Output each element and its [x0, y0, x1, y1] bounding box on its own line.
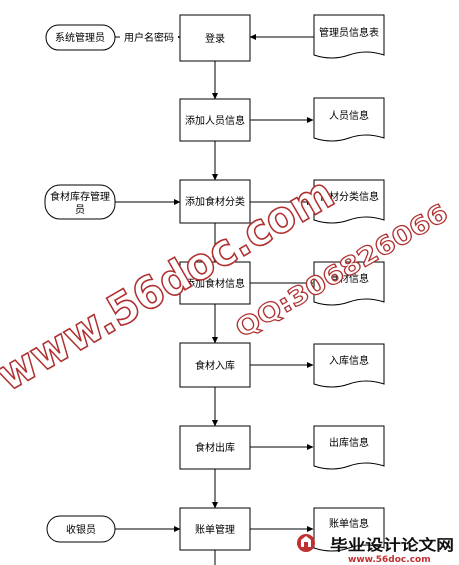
process-login-label: 登录	[205, 32, 225, 45]
process-food-stock-in-label: 食材入库	[195, 359, 235, 372]
process-bill-management: 账单管理	[179, 507, 251, 551]
process-add-food-info: 添加食材信息	[179, 261, 251, 305]
process-add-food-category: 添加食材分类	[179, 179, 251, 224]
doc-staff-info: 人员信息	[313, 97, 385, 142]
logo-icon	[297, 534, 315, 552]
doc-stock-in-info: 入库信息	[313, 343, 385, 388]
flow-connectors	[114, 34, 314, 565]
actor-cashier: 收银员	[46, 515, 116, 543]
footer-brand-name: 毕业设计论文网	[330, 536, 454, 554]
doc-staff-info-label: 人员信息	[329, 109, 369, 122]
doc-food-category-info-label: 食材分类信息	[319, 190, 379, 203]
doc-food-category-info: 食材分类信息	[313, 179, 385, 224]
doc-food-info-label: 食材信息	[329, 272, 369, 285]
doc-food-info: 食材信息	[313, 261, 385, 306]
actor-food-storage-admin-label-line2: 员	[75, 204, 85, 216]
process-food-stock-out: 食材出库	[179, 425, 251, 470]
process-bill-management-label: 账单管理	[195, 523, 235, 536]
actor-system-admin: 系统管理员	[45, 24, 116, 51]
edge-label-bg	[120, 30, 178, 44]
doc-stock-in-info-label: 入库信息	[329, 354, 369, 367]
edge-label-username-password: 用户名密码	[124, 31, 174, 44]
actor-cashier-label: 收银员	[66, 523, 96, 536]
process-add-staff-info-label: 添加人员信息	[185, 114, 245, 127]
actor-system-admin-label: 系统管理员	[55, 31, 105, 44]
doc-bill-info-label: 账单信息	[329, 517, 369, 530]
process-login: 登录	[179, 14, 251, 62]
process-food-stock-in: 食材入库	[179, 342, 251, 388]
process-add-staff-info: 添加人员信息	[179, 98, 251, 142]
doc-admin-info-table: 管理员信息表	[313, 14, 385, 59]
doc-stock-out-info: 出库信息	[313, 425, 385, 470]
doc-stock-out-info-label: 出库信息	[329, 436, 369, 449]
footer-brand: 毕业设计论文网 www.56doc.com	[297, 534, 454, 565]
footer-brand-url: www.56doc.com	[348, 555, 431, 565]
process-add-food-info-label: 添加食材信息	[185, 277, 245, 290]
process-food-stock-out-label: 食材出库	[195, 441, 235, 454]
doc-bill-info: 账单信息	[313, 507, 385, 552]
doc-admin-info-table-label: 管理员信息表	[319, 26, 379, 39]
actor-food-storage-admin-label-line1: 食材库存管理	[50, 190, 110, 203]
actor-food-storage-admin: 食材库存管理 员	[44, 184, 116, 220]
process-add-food-category-label: 添加食材分类	[185, 195, 245, 208]
